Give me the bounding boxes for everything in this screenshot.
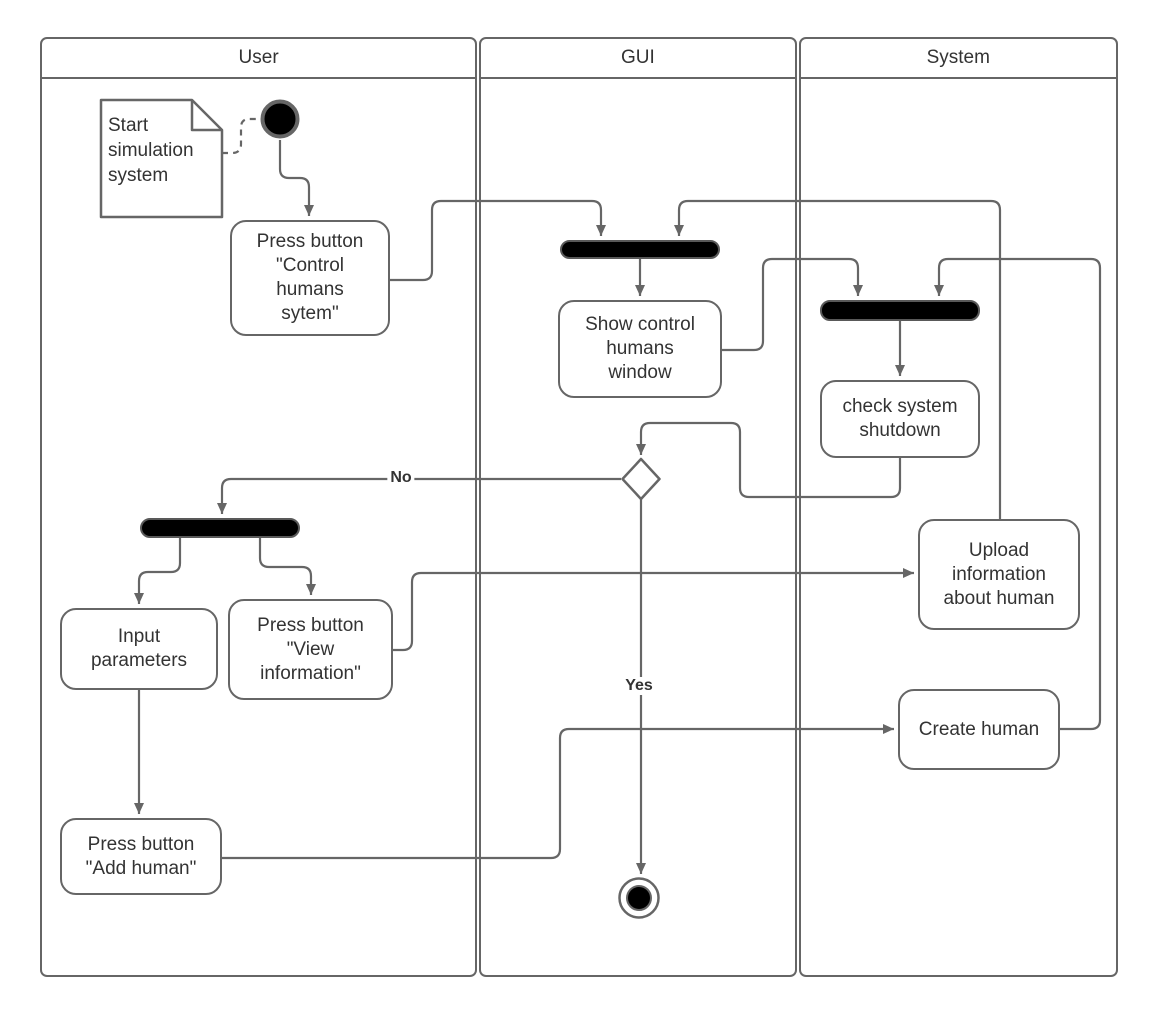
activity-create-human: Create human [898,689,1060,770]
edge-show-window-to-system-fork [722,257,863,352]
edge-label-yes: Yes [622,677,656,695]
decision-diamond [621,457,661,501]
edge-user-fork-to-view-information [258,538,316,595]
activity-press-view-information: Press button "View information" [228,599,393,700]
note-fold [190,100,222,132]
edge-start-to-press-control [278,140,314,216]
edge-add-human-to-create-human [222,724,894,860]
edge-label-no: No [387,469,415,487]
lane-header-user: User [42,39,476,79]
activity-show-control-window: Show control humans window [558,300,722,398]
lane-header-gui: GUI [481,39,795,79]
start-node [260,99,300,139]
end-node-inner [626,885,652,911]
edge-upload-to-gui-fork [674,199,1002,519]
edge-user-fork-to-input-parameters [134,538,182,604]
fork-bar-user [140,518,300,538]
fork-bar-system [820,300,980,321]
lane-header-system: System [800,39,1116,79]
activity-press-add-human: Press button "Add human" [60,818,222,895]
edge-check-shutdown-to-decision [636,421,902,499]
note-start-simulation: Start simulation system [108,115,194,186]
edge-create-human-to-system-fork [934,257,1102,731]
edge-view-information-to-upload [393,568,914,652]
activity-check-system-shutdown: check system shutdown [820,380,980,458]
swimlane-pool: User GUI System [40,37,1118,977]
lane-title-user: User [238,47,279,68]
fork-bar-gui [560,240,720,259]
lane-title-gui: GUI [621,47,655,68]
activity-input-parameters: Input parameters [60,608,218,690]
lane-system: System [798,37,1118,977]
edge-press-control-to-gui-fork [390,199,606,282]
lane-title-system: System [926,47,990,68]
edge-decision-no-to-user-fork [217,477,621,514]
edge-note-to-start [222,117,258,155]
activity-upload-information: Upload information about human [918,519,1080,630]
lane-gui: GUI [479,37,797,977]
activity-press-control-button: Press button "Control humans sytem" [230,220,390,336]
